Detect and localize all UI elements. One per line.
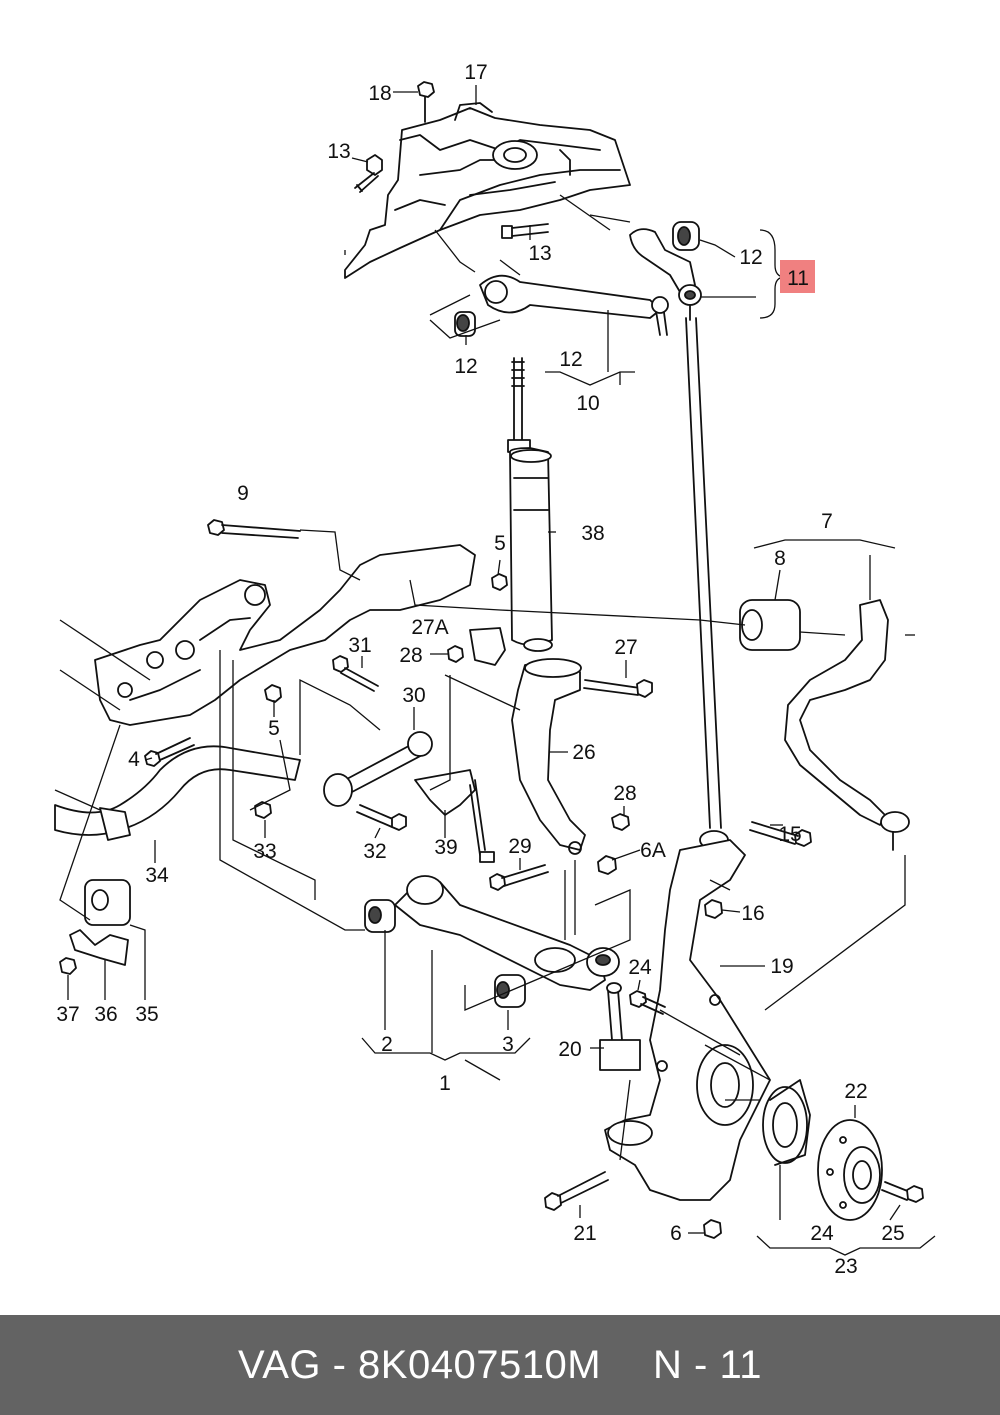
lower-control-arm-1: [394, 875, 606, 991]
callout-13: 13: [327, 140, 350, 163]
part-number: VAG - 8K0407510M: [238, 1342, 602, 1387]
callout-37: 37: [56, 1003, 79, 1026]
nut-18: [417, 81, 435, 123]
clamp-36: [69, 929, 129, 966]
callout-34: 34: [145, 864, 169, 887]
bolt-4: [144, 737, 195, 767]
callout-27: 27: [614, 636, 637, 659]
callout-5: 5: [494, 532, 506, 555]
wheel-hub-22: [817, 1119, 883, 1221]
nut-6: [703, 1219, 722, 1239]
ball-joint-20: [599, 982, 641, 1071]
callout-11: 11: [787, 267, 809, 290]
subframe-left: [94, 544, 476, 726]
bolt-13-middle: [501, 223, 549, 239]
callout-12: 12: [454, 355, 477, 378]
callout-21: 21: [573, 1222, 596, 1245]
diagram-reference: N - 11: [653, 1342, 762, 1387]
nut-16: [704, 899, 723, 919]
callout-labels: 17 18 13 13 12 11 12 12 10 9 38 5 27A 28…: [56, 61, 904, 1278]
callout-36: 36: [94, 1003, 117, 1026]
level-sensor-39: [414, 769, 495, 863]
callout-23: 23: [834, 1255, 857, 1278]
nut-37: [59, 957, 77, 975]
bolt-9: [207, 519, 301, 539]
bolt-32: [356, 804, 407, 831]
callout-6: 6: [670, 1222, 682, 1245]
upper-control-arm-11: [629, 228, 702, 321]
callout-8: 8: [774, 547, 786, 570]
callout-2: 2: [381, 1033, 393, 1056]
callout-12: 12: [739, 246, 762, 269]
callout-28: 28: [613, 782, 636, 805]
nut-5-upper: [491, 573, 508, 591]
callout-33: 33: [253, 840, 276, 863]
nut-6A: [597, 855, 617, 875]
callout-39: 39: [434, 836, 457, 859]
bolt-13-left: [354, 154, 383, 193]
callout-17: 17: [464, 61, 487, 84]
upper-control-arm-10: [479, 274, 669, 336]
nut-28-lower: [611, 813, 630, 831]
stabilizer-bushing-35: [84, 879, 131, 926]
callout-19: 19: [770, 955, 793, 978]
callout-31: 31: [348, 634, 371, 657]
wishbone-7: [784, 599, 910, 851]
callout-4: 4: [128, 748, 140, 771]
callout-9: 9: [237, 482, 249, 505]
callout-18: 18: [368, 82, 391, 105]
callout-12: 12: [559, 348, 582, 371]
strut-mount-bracket: [344, 102, 631, 279]
stabilizer-bar-34: [54, 745, 301, 841]
callout-38: 38: [581, 522, 604, 545]
ball-joint-1: [586, 947, 620, 977]
bolt-29: [489, 864, 549, 891]
bolt-25: [881, 1181, 924, 1203]
callout-7: 7: [821, 510, 833, 533]
callout-27A: 27A: [411, 616, 448, 639]
callout-28: 28: [399, 644, 422, 667]
nut-5-lower: [264, 684, 282, 703]
strut-fork-26: [511, 658, 586, 855]
callout-29: 29: [508, 835, 531, 858]
callout-6A: 6A: [640, 839, 666, 862]
callout-10: 10: [576, 392, 599, 415]
bushing-12-upper: [672, 221, 700, 251]
callout-32: 32: [363, 840, 386, 863]
callout-26: 26: [572, 741, 595, 764]
callout-20: 20: [558, 1038, 581, 1061]
callout-3: 3: [502, 1033, 514, 1056]
callout-25: 25: [881, 1222, 904, 1245]
callout-22: 22: [844, 1080, 867, 1103]
bolt-31: [332, 655, 379, 692]
nut-33: [254, 801, 272, 819]
callout-5: 5: [268, 717, 280, 740]
parts-artwork: [54, 81, 924, 1239]
bushing-12-left: [454, 311, 476, 337]
bushing-2: [364, 899, 396, 933]
callout-30: 30: [402, 684, 425, 707]
highlight-box-11: [780, 260, 815, 293]
callout-24: 24: [810, 1222, 834, 1245]
bolt-21: [544, 1171, 609, 1211]
callout-16: 16: [741, 902, 764, 925]
wheel-bearing-housing-19: [604, 839, 771, 1201]
part-number-footer: VAG - 8K0407510M N - 11: [0, 1315, 1000, 1415]
callout-13: 13: [528, 242, 551, 265]
bushing-8: [739, 599, 801, 651]
suspension-parts-diagram: 17 18 13 13 12 11 12 12 10 9 38 5 27A 28…: [54, 61, 936, 1278]
coupling-rod-30: [323, 731, 433, 807]
bracket-27A: [469, 627, 506, 666]
bolt-27: [583, 679, 653, 698]
callout-15: 15: [778, 823, 801, 846]
tie-rod-19: [685, 317, 729, 850]
nut-28-upper: [447, 645, 464, 663]
callout-1: 1: [439, 1072, 451, 1095]
callout-24: 24: [628, 956, 652, 979]
callout-35: 35: [135, 1003, 158, 1026]
bolt-15: [749, 821, 812, 847]
bolt-24-upper: [629, 990, 666, 1015]
wheel-bearing-24: [762, 1079, 811, 1166]
shock-absorber-38: [507, 357, 553, 652]
